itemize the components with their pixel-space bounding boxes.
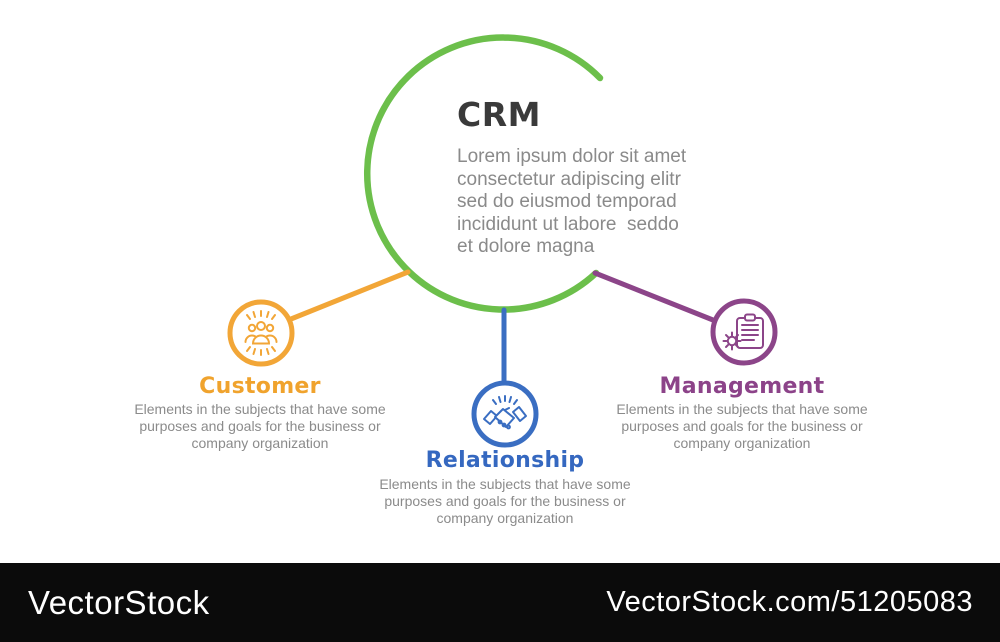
management-connector-line xyxy=(592,270,716,323)
vectorstock-logo: VectorStock xyxy=(28,583,210,621)
management-description: Elements in the subjects that have some … xyxy=(616,401,868,451)
relationship-description: Elements in the subjects that have some … xyxy=(379,476,631,526)
relationship-branch xyxy=(471,307,539,448)
clipboard-gear-icon xyxy=(722,313,764,351)
customer-branch xyxy=(227,269,411,367)
vectorstock-credit-url: VectorStock.com/51205083 xyxy=(606,586,973,618)
people-group-icon xyxy=(244,310,278,356)
footer-bar: VectorStock VectorStock.com/51205083 xyxy=(0,563,1000,642)
management-branch xyxy=(592,270,778,366)
hub-description: Lorem ipsum dolor sit amet consectetur a… xyxy=(457,146,687,257)
customer-connector-line xyxy=(288,269,411,322)
handshake-icon xyxy=(483,395,527,430)
management-label: Management xyxy=(659,374,825,399)
customer-description: Elements in the subjects that have some … xyxy=(134,401,386,451)
customer-label: Customer xyxy=(199,374,321,399)
customer-node-circle xyxy=(227,299,295,367)
relationship-label: Relationship xyxy=(425,448,585,473)
hub-title: CRM xyxy=(457,95,541,134)
hub-text-block: CRM Lorem ipsum dolor sit amet consectet… xyxy=(457,95,757,259)
